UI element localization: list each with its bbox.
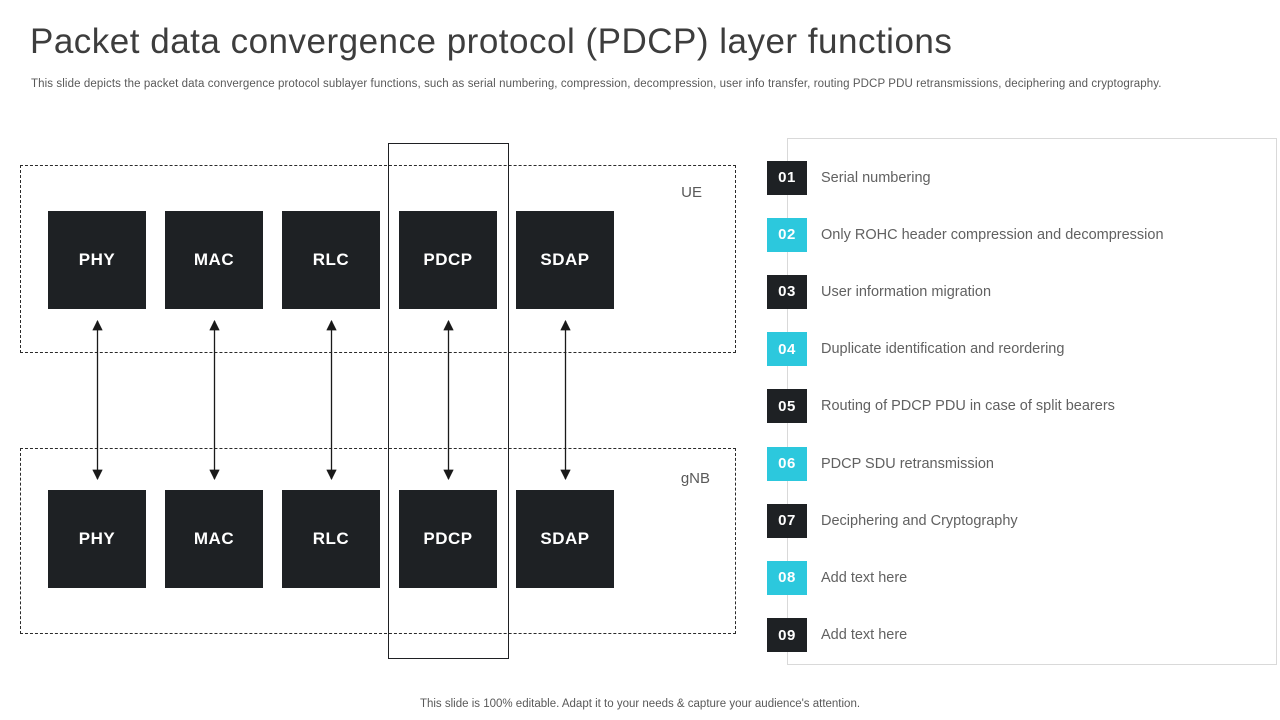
function-number-badge: 07 [767, 503, 807, 538]
function-label: Add text here [821, 569, 908, 586]
function-label: Routing of PDCP PDU in case of split bea… [821, 398, 1115, 415]
functions-list: 01 Serial numbering 02 Only ROHC header … [767, 139, 1276, 664]
slide-footer: This slide is 100% editable. Adapt it to… [419, 698, 861, 710]
function-number-badge: 05 [767, 389, 807, 424]
function-row: 03 User information migration [767, 263, 1276, 320]
function-row: 07 Deciphering and Cryptography [767, 492, 1276, 549]
layer-box-pdcp: PDCP [399, 211, 497, 309]
function-label: User information migration [821, 283, 992, 300]
layer-box-mac: MAC [165, 211, 263, 309]
layer-box-mac: MAC [165, 490, 263, 588]
layer-box-rlc: RLC [282, 490, 380, 588]
layer-link-arrows [92, 319, 571, 481]
function-row: 08 Add text here [767, 549, 1276, 606]
function-label: Add text here [821, 627, 908, 644]
function-label: Duplicate identification and reordering [821, 341, 1065, 358]
function-label: Serial numbering [821, 169, 931, 186]
function-row: 06 PDCP SDU retransmission [767, 435, 1276, 492]
pdcp-highlight-rect [388, 143, 509, 659]
layer-box-sdap: SDAP [516, 490, 614, 588]
function-label: Only ROHC header compression and decompr… [821, 226, 1164, 243]
slide-subtitle: This slide depicts the packet data conve… [31, 78, 1162, 90]
layer-box-sdap: SDAP [516, 211, 614, 309]
function-label: Deciphering and Cryptography [821, 512, 1018, 529]
functions-panel: 01 Serial numbering 02 Only ROHC header … [767, 138, 1277, 665]
layer-box-phy: PHY [48, 490, 146, 588]
function-label: PDCP SDU retransmission [821, 455, 994, 472]
function-row: 05 Routing of PDCP PDU in case of split … [767, 378, 1276, 435]
function-number-badge: 01 [767, 160, 807, 195]
function-number-badge: 03 [767, 274, 807, 309]
ue-label: UE [681, 184, 702, 201]
layer-box-pdcp: PDCP [399, 490, 497, 588]
function-number-badge: 06 [767, 446, 807, 481]
function-row: 02 Only ROHC header compression and deco… [767, 206, 1276, 263]
gnb-label: gNB [680, 470, 710, 487]
function-number-badge: 08 [767, 560, 807, 595]
function-number-badge: 04 [767, 332, 807, 367]
function-row: 01 Serial numbering [767, 149, 1276, 206]
function-number-badge: 02 [767, 217, 807, 252]
layer-box-rlc: RLC [282, 211, 380, 309]
slide-title: Packet data convergence protocol (PDCP) … [30, 22, 953, 61]
function-number-badge: 09 [767, 618, 807, 653]
function-row: 04 Duplicate identification and reorderi… [767, 321, 1276, 378]
layer-box-phy: PHY [48, 211, 146, 309]
function-row: 09 Add text here [767, 607, 1276, 664]
